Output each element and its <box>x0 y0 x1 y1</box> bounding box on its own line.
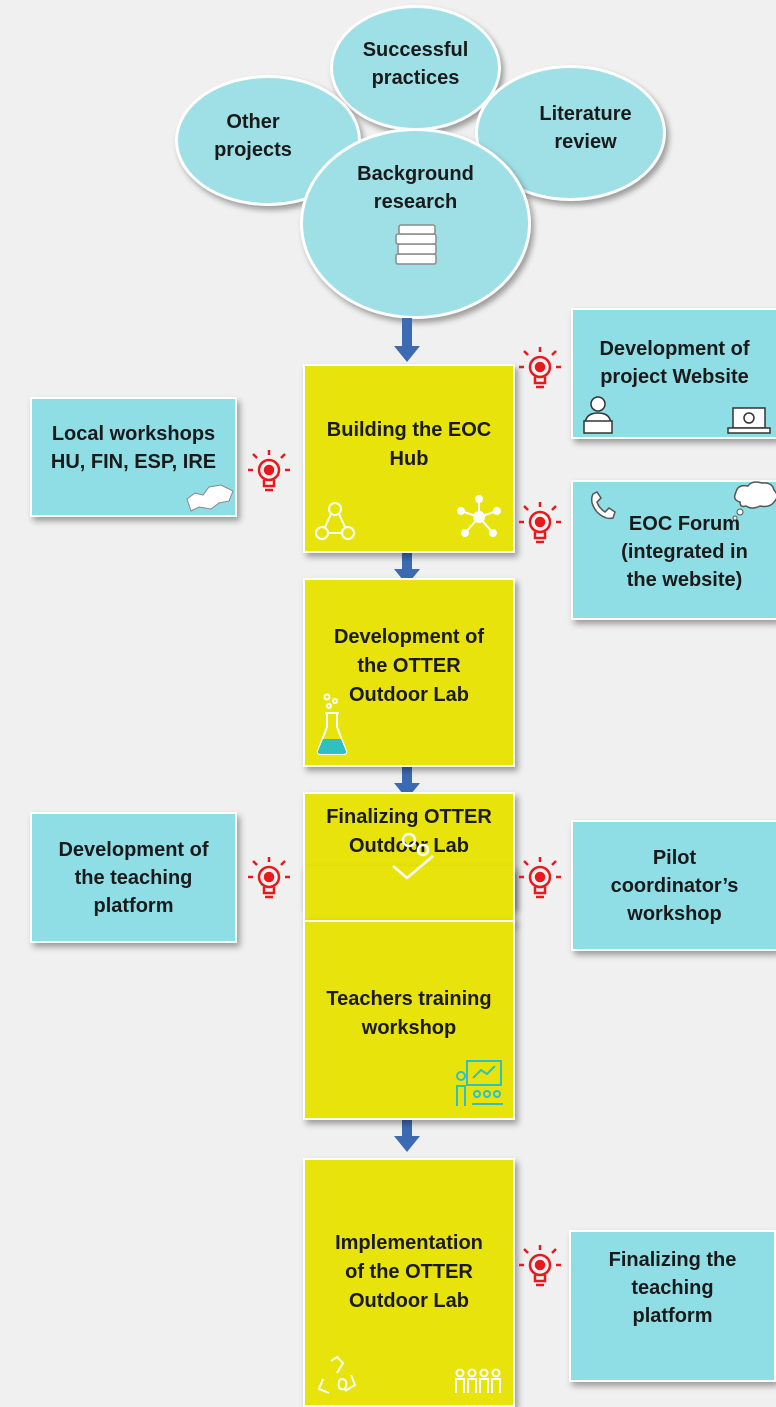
lightbulb-icon <box>247 448 291 492</box>
eoc-forum-box: EOC Forum (integrated in the website) <box>571 480 776 620</box>
books-icon <box>394 223 437 265</box>
europe-map-icon <box>186 484 234 512</box>
other-projects-label: Other projects <box>214 110 292 161</box>
step-teachers-training: Teachers training workshop <box>303 920 515 1120</box>
local-workshops-sub: HU, FIN, ESP, IRE <box>50 451 217 473</box>
project-website-label: Development of project Website <box>599 337 750 388</box>
successful-practices-circle: Successful practices <box>330 5 501 131</box>
literature-review-label: Literature review <box>539 103 632 153</box>
gear-check-icon <box>392 832 434 880</box>
local-workshops-box: Local workshops HU, FIN, ESP, IRE <box>30 397 237 517</box>
step-label: Teachers training workshop <box>326 988 492 1039</box>
lightbulb-icon <box>518 1243 562 1287</box>
teacher-board-icon <box>456 1060 503 1106</box>
lightbulb-icon <box>518 345 562 389</box>
step-implementation: Implementation of the OTTER Outdoor Lab <box>303 1158 515 1407</box>
lightbulb-icon <box>518 500 562 544</box>
project-website-box: Development of project Website <box>571 308 776 439</box>
people-connection-icon <box>315 502 355 540</box>
background-research-label: Background research <box>357 162 474 213</box>
network-icon <box>457 495 501 537</box>
recycle-icon <box>317 1355 357 1394</box>
pilot-workshop-box: Pilot coordinator’s workshop <box>571 820 776 951</box>
group-people-icon <box>455 1368 501 1393</box>
step-label: Implementation of the OTTER Outdoor Lab <box>335 1232 483 1312</box>
step-label: Development of the OTTER Outdoor Lab <box>333 626 485 706</box>
finalizing-platform-box: Finalizing the teaching platform <box>569 1230 776 1382</box>
eoc-forum-label: EOC Forum (integrated in the website) <box>621 513 748 591</box>
pilot-workshop-label: Pilot coordinator’s workshop <box>610 846 739 925</box>
step-finalizing-outdoor-lab-lower <box>303 832 515 924</box>
teaching-platform-box: Development of the teaching platform <box>30 812 237 943</box>
background-research-circle: Background research <box>300 128 531 319</box>
laptop-icon <box>727 407 771 434</box>
teaching-platform-label: Development of the teaching platform <box>58 838 209 917</box>
coder-icon <box>583 396 613 434</box>
successful-practices-label: Successful practices <box>362 39 469 89</box>
flask-icon <box>316 693 348 755</box>
step-label: Building the EOC Hub <box>326 418 492 470</box>
lightbulb-icon <box>518 855 562 899</box>
thought-cloud-icon <box>732 481 776 521</box>
step-label: Finalizing OTTER Outdoor Lab <box>326 806 492 857</box>
local-workshops-title: Local workshops <box>51 423 216 445</box>
step-development-outdoor-lab: Development of the OTTER Outdoor Lab <box>303 578 515 767</box>
phone-icon <box>590 491 616 520</box>
step-building-eoc-hub: Building the EOC Hub <box>303 364 515 553</box>
finalizing-platform-label: Finalizing the teaching platform <box>608 1249 737 1327</box>
lightbulb-icon <box>247 855 291 899</box>
